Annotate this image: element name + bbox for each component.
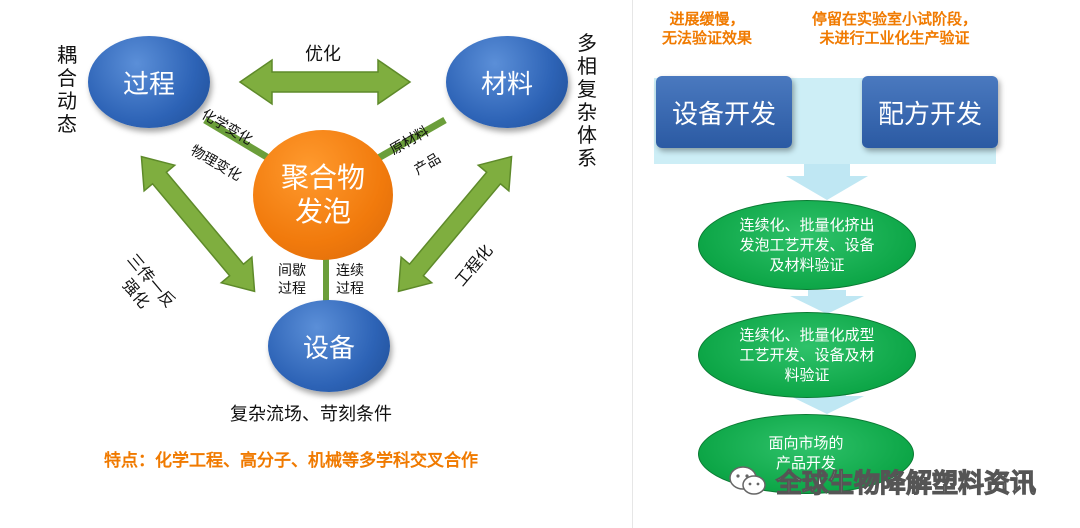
polymer-foaming-node: 聚合物 发泡 (253, 130, 393, 260)
formula-dev-box: 配方开发 (862, 76, 998, 148)
batch-process-line1: 间歇 (278, 263, 306, 279)
optimize-double-arrow (238, 58, 412, 106)
process-node-label: 过程 (122, 69, 175, 100)
note-lab-stage: 停留在实验室小试阶段， 未进行工业化生产验证 (812, 10, 977, 48)
coupled-dynamics-label: 耦合动态 (57, 43, 77, 136)
batch-process-label: 间歇 过程 (278, 262, 306, 298)
funnel-arrow-1 (786, 164, 868, 200)
materials-node-label: 材料 (480, 69, 533, 100)
continuous-process-line2: 过程 (336, 281, 364, 297)
step1-line1: 连续化、批量化挤出 (739, 216, 875, 234)
transfer-double-arrow (140, 155, 256, 293)
step-market-product: 面向市场的 产品开发 (698, 414, 914, 494)
wechat-icon (728, 465, 768, 497)
note-lab-stage-line2: 未进行工业化生产验证 (819, 29, 970, 47)
step2-line2: 工艺开发、设备及材 (739, 346, 875, 364)
center-label-line1: 聚合物 (280, 161, 365, 194)
features-footer: 特点：化学工程、高分子、机械等多学科交叉合作 (104, 451, 478, 471)
step-molding-process: 连续化、批量化成型 工艺开发、设备及材 料验证 (698, 312, 916, 398)
note-slow-progress-line1: 进展缓慢， (669, 10, 745, 28)
materials-node: 材料 (446, 36, 568, 128)
note-lab-stage-line1: 停留在实验室小试阶段， (812, 10, 978, 28)
batch-process-line2: 过程 (278, 281, 306, 297)
watermark: 全球生物降解塑料资讯 (728, 464, 1037, 499)
note-slow-progress-line2: 无法验证效果 (662, 29, 753, 47)
process-node: 过程 (88, 36, 210, 128)
note-slow-progress: 进展缓慢， 无法验证效果 (662, 10, 752, 48)
multiphase-complex-label: 多相复杂体系 (577, 31, 597, 170)
equipment-dev-box: 设备开发 (656, 76, 792, 148)
panel-divider (632, 0, 633, 528)
step2-line1: 连续化、批量化成型 (739, 326, 875, 344)
step2-line3: 料验证 (784, 366, 830, 384)
optimize-label: 优化 (305, 44, 341, 65)
continuous-process-line1: 连续 (336, 263, 364, 279)
engineering-double-arrow (397, 155, 513, 293)
step3-line1: 面向市场的 (768, 434, 844, 452)
formula-dev-label: 配方开发 (877, 99, 982, 130)
continuous-process-label: 连续 过程 (336, 262, 364, 298)
step3-line2: 产品开发 (775, 454, 836, 472)
watermark-text: 全球生物降解塑料资讯 (775, 468, 1037, 499)
step1-line2: 发泡工艺开发、设备 (739, 236, 875, 254)
equipment-node: 设备 (268, 300, 390, 392)
equipment-node-label: 设备 (302, 333, 355, 364)
step1-line3: 及材料验证 (769, 256, 845, 274)
equipment-dev-label: 设备开发 (671, 99, 776, 130)
step-extrusion-foaming: 连续化、批量化挤出 发泡工艺开发、设备 及材料验证 (698, 200, 916, 290)
flow-arrow-2 (790, 290, 864, 314)
center-label-line2: 发泡 (294, 195, 351, 228)
complex-flow-label: 复杂流场、苛刻条件 (230, 404, 392, 425)
